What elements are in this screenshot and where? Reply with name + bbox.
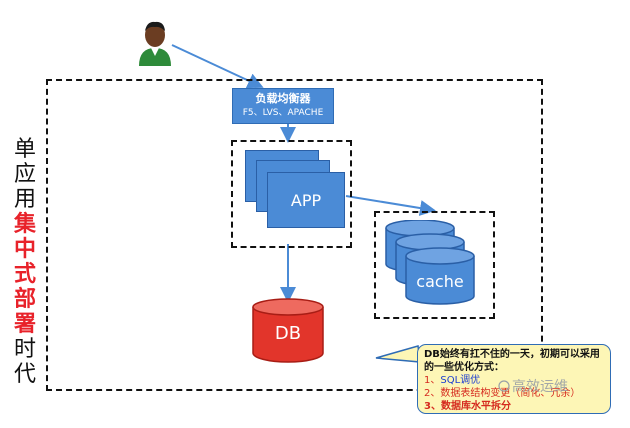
user-icon	[139, 21, 171, 66]
era-vertical-title: 单 应 用 集 中 式 部 署 时 代	[12, 137, 38, 387]
callout-item-1-prefix: 1、	[424, 375, 441, 386]
callout-item-1-highlight: SQL调优	[440, 375, 481, 386]
load-balancer-title: 负载均衡器	[255, 92, 311, 105]
title-char-2: 应	[13, 162, 36, 187]
title-char-8: 署	[13, 312, 36, 337]
cache-cluster-frame	[374, 211, 495, 319]
callout-item-2-prefix: 2、	[424, 388, 441, 399]
cache-label: cache	[416, 272, 464, 291]
title-char-10: 代	[13, 362, 36, 387]
title-char-5: 中	[13, 237, 36, 262]
callout-item-1: 1、SQL调优	[424, 374, 604, 387]
app-to-cache-arrow	[345, 195, 436, 216]
callout-item-2: 2、数据表结构变更（简化、冗余）	[424, 387, 604, 400]
title-char-3: 用	[13, 187, 36, 212]
title-char-1: 单	[13, 137, 36, 162]
callout-item-2-text: 数据表结构变更（简化、冗余）	[440, 388, 581, 399]
title-char-9: 时	[13, 337, 36, 362]
watermark-text: 高效运维	[512, 379, 568, 395]
db-cylinder	[252, 298, 324, 363]
callout-main-text: DB始终有扛不住的一天，初期可以采用的一些优化方式：	[424, 349, 600, 373]
app-label: APP	[290, 191, 322, 210]
db-optimization-callout: DB始终有扛不住的一天，初期可以采用的一些优化方式： 1、SQL调优 2、数据表…	[417, 344, 611, 414]
load-balancer-box: 负载均衡器 F5、LVS、APACHE	[232, 88, 334, 124]
cache-cylinder-front	[405, 247, 475, 305]
cache-cylinders	[385, 220, 475, 305]
title-char-4: 集	[13, 212, 36, 237]
single-app-deployment-frame	[46, 79, 543, 391]
app-cluster-frame	[231, 140, 352, 248]
load-balancer-subtitle: F5、LVS、APACHE	[242, 108, 324, 118]
title-char-7: 部	[13, 287, 36, 312]
db-label: DB	[274, 323, 302, 344]
title-char-6: 式	[13, 262, 36, 287]
wechat-icon	[498, 380, 510, 392]
app-server-card-front: APP	[267, 172, 345, 228]
callout-item-3: 3、数据库水平拆分	[424, 401, 511, 412]
